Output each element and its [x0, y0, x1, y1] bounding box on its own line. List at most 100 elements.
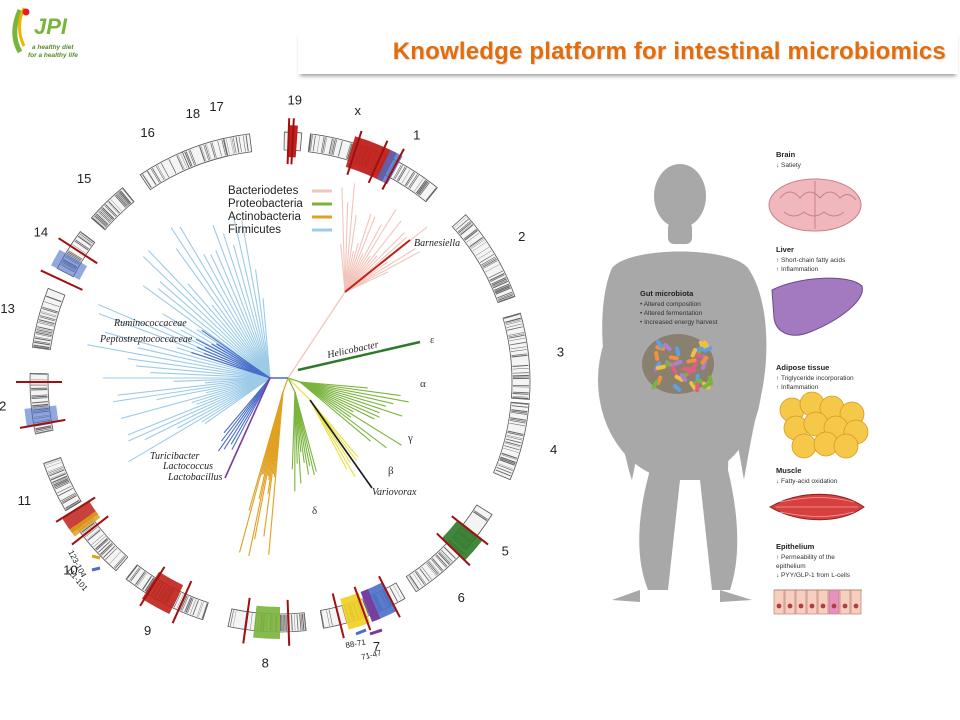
bacteroidetes-stem: [287, 291, 346, 379]
proteobacteria-branch: [299, 381, 409, 403]
bacterium: [654, 351, 660, 361]
proteobacteria-branch: [299, 381, 380, 418]
bacterium: [675, 346, 681, 357]
highlight-tick: [286, 599, 291, 646]
cell-nucleus: [853, 603, 859, 609]
bacterium: [668, 355, 679, 361]
cell-nucleus: [798, 603, 804, 609]
label-alpha: α: [420, 378, 426, 390]
chromosome-label-7: 7: [373, 639, 380, 654]
bacteroidetes-branch: [344, 209, 397, 293]
epithelial-cell: [795, 589, 807, 615]
label-variovorax: Variovorax: [372, 487, 417, 498]
firmicutes-lower-branch: [128, 377, 271, 442]
chromosome-label-14: 14: [34, 225, 48, 240]
bacterium: [663, 342, 672, 352]
firmicutes-branch: [179, 226, 271, 379]
highlight-tick: [367, 140, 389, 184]
gut-title: Gut microbiota: [640, 289, 694, 298]
bacteroidetes-branch: [344, 232, 405, 293]
highlight-block: [253, 605, 280, 639]
bacterium: [700, 356, 709, 365]
bacterium: [690, 347, 697, 358]
body-panel: Gut microbiota • Altered composition • A…: [598, 150, 869, 615]
firmicutes-branch: [175, 248, 271, 379]
proteobacteria-branch: [299, 381, 402, 446]
gut-line-1: • Altered composition: [640, 301, 701, 308]
liver-line-2: ↑ Inflammation: [776, 266, 819, 273]
chromosome-label-9: 9: [144, 623, 151, 638]
label-beta: β: [388, 465, 394, 477]
delta-stem: [287, 377, 296, 393]
adipose-icon: [779, 391, 869, 459]
logo-text: JPI: [34, 14, 68, 39]
highlight-tick: [286, 118, 291, 165]
bacterium: [692, 359, 699, 369]
proteobacteria-branch: [299, 381, 401, 397]
bacterium: [702, 381, 712, 389]
firmicutes-branch: [159, 281, 271, 379]
gut-microbiota-illustration: [642, 334, 714, 394]
firmicutes-branch: [157, 288, 271, 379]
muscle-title: Muscle: [776, 466, 801, 475]
firmicutes-lower-branch: [120, 377, 271, 420]
bacterium: [701, 360, 707, 371]
chromosome-label-12: 12: [0, 399, 6, 414]
gut-line-2: • Altered fermentation: [640, 310, 703, 317]
chromosome-label-5: 5: [502, 544, 509, 559]
chromosome-label-17: 17: [209, 99, 223, 114]
phylogenetic-tree: [87, 183, 428, 557]
firmicutes-lower-branch: [127, 377, 271, 436]
chromosome-labels: 12345678910111213141516171819x: [0, 92, 564, 670]
highlight-tick: [346, 130, 363, 175]
logo-tagline-2: for a healthy life: [28, 52, 78, 59]
lactococcus-branch: [223, 377, 271, 434]
cell-nucleus: [776, 603, 782, 609]
highlight-tick: [353, 586, 372, 631]
delta-branch: [291, 391, 296, 470]
highlight-block: [69, 511, 101, 537]
label-gamma: γ: [407, 432, 413, 444]
firmicutes-branch: [255, 269, 271, 379]
bacterium: [686, 358, 697, 364]
highlight-block: [376, 150, 403, 185]
adipose-line-1: ↑ Triglyceride incorporation: [776, 375, 854, 382]
firmicutes-branch: [211, 304, 271, 379]
firmicutes-lower-branch: [173, 377, 271, 382]
chromosome-label-15: 15: [77, 171, 91, 186]
chromosome-15: [90, 187, 135, 231]
bacterium: [651, 380, 659, 390]
label-delta: δ: [312, 505, 317, 517]
epithelial-cell: [817, 589, 829, 615]
chromosome-label-2: 2: [518, 229, 525, 244]
highlight-block: [360, 589, 381, 622]
firmicutes-branch: [87, 344, 271, 379]
ruminococcaceae-branch: [196, 346, 271, 379]
proteobacteria-branch: [299, 381, 380, 414]
label-turicibacter: Turicibacter: [150, 451, 200, 462]
bacteroidetes-branch: [344, 271, 389, 293]
lactococcus-branch: [231, 377, 271, 450]
firmicutes-branch: [210, 254, 271, 379]
epithelial-cell: [850, 589, 862, 615]
firmicutes-branch: [233, 217, 271, 379]
firmicutes-branch: [127, 358, 271, 379]
bacteroidetes-branch: [344, 248, 416, 293]
firmicutes-lower-branch: [112, 377, 271, 403]
chromosome-2: [451, 214, 516, 304]
fat-cell: [791, 433, 817, 459]
brain-title: Brain: [776, 150, 796, 159]
chromosome-label-13: 13: [0, 301, 14, 316]
bacteroidetes-branch: [344, 183, 356, 293]
highlight-tick: [436, 532, 471, 567]
actinobacteria-stem: [282, 377, 289, 393]
highlight-tick: [381, 148, 405, 190]
firmicutes-branch: [262, 298, 271, 379]
chromosome-label-8: 8: [262, 656, 269, 671]
proteobacteria-branch: [299, 381, 394, 405]
beta-branch: [309, 399, 348, 470]
highlight-tick: [71, 515, 109, 546]
epithelium-title: Epithelium: [776, 542, 815, 551]
firmicutes-branch: [136, 365, 271, 379]
bacterium: [672, 359, 683, 366]
